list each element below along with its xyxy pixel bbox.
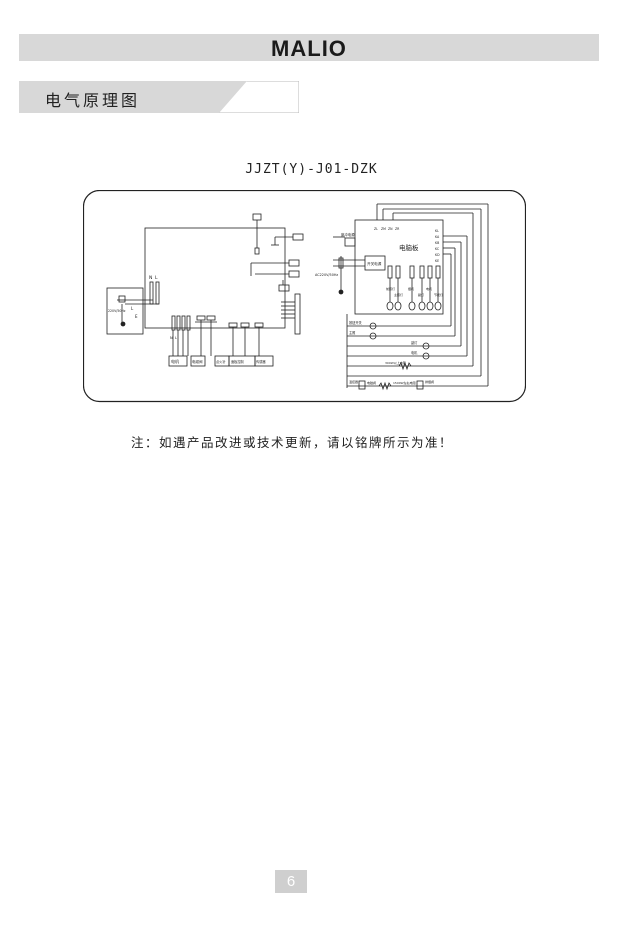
terminal-kl: KL (435, 229, 439, 233)
left-controller-board (144, 227, 286, 329)
left-circuit (106, 213, 304, 367)
left-mark-e: E (135, 314, 138, 319)
wire-label-5: 300W以上电阻 (385, 360, 406, 365)
header-band: MALIO (19, 34, 599, 61)
terminal-n-label: N (149, 275, 152, 281)
terminal-ke: KE (435, 259, 439, 263)
wire-label-6: 温控器 (349, 379, 358, 384)
section-title: 电气原理图 (45, 91, 141, 110)
terminal-kb: KB (435, 241, 439, 245)
lower-mark-n: N (170, 336, 173, 340)
wiring-diagram: N L 220V/50Hz L E N L 电机 电磁阀 点火针 面板控制 传感… (83, 190, 526, 403)
section-tab: 电气原理图 (19, 81, 299, 113)
right-supply-label: AC220V/50Hz (315, 273, 338, 277)
wire-label-4: 电机 (411, 350, 418, 355)
terminal-zl: ZL (374, 227, 378, 231)
load-label-2: 主照灯 (394, 292, 403, 297)
wire-label-2: 主照 (349, 330, 356, 335)
lower-mark-l: L (175, 336, 177, 340)
switch-power-label: 开关电源 (367, 261, 382, 266)
page-number: 6 (275, 870, 307, 893)
load-columns (386, 265, 442, 311)
left-supply-label: 220V/50Hz (108, 309, 126, 313)
wire-label-8: 1500W左右电阻 (393, 380, 416, 385)
wire-label-3: 副灯 (411, 340, 418, 345)
wire-label-7: 电磁阀 (367, 380, 376, 385)
pulse-label: 脉冲电源 (341, 232, 355, 237)
diagram-model-label: JJZT(Y)-J01-DZK (245, 162, 378, 177)
terminal-ka: KA (435, 235, 440, 239)
left-supply-box (106, 287, 144, 335)
right-controller-label: 电脑板 (399, 243, 419, 252)
left-circuit-labels: N L 220V/50Hz L E N L 电机 电磁阀 点火针 面板控制 传感… (108, 275, 266, 364)
wire-label-9: 排烟阀 (425, 379, 434, 384)
right-controller-board (354, 219, 444, 315)
component-solenoid: 电磁阀 (192, 359, 203, 364)
component-panel: 面板控制 (231, 359, 244, 364)
section-tab-background (19, 81, 299, 113)
component-motor: 电机 (171, 358, 179, 364)
component-igniter: 点火针 (216, 359, 226, 364)
left-mark-l: L (131, 306, 134, 311)
terminal-zr: ZR (395, 227, 400, 231)
right-circuit (333, 203, 489, 391)
brand-logo: MALIO (271, 36, 347, 61)
load-label-5: 电机 (426, 286, 432, 291)
load-label-3: 烟机 (408, 286, 414, 291)
load-label-4: 副灯 (418, 292, 424, 297)
wire-label-1: 按钮开关 (349, 320, 363, 325)
right-circuit-labels: 电脑板 脉冲电源 AC220V/50Hz 开关电源 ZL ZM ZN ZR KL… (315, 227, 443, 385)
disclaimer-note: 注：如遇产品改进或技术更新，请以铭牌所示为准！ (131, 435, 454, 450)
terminal-zm: ZM (381, 227, 386, 231)
component-sensor: 传感器 (256, 359, 266, 364)
load-label-1: 前照灯 (386, 286, 395, 291)
terminal-zn: ZN (388, 227, 393, 231)
diagram-frame (83, 190, 526, 403)
load-label-6: 节能灯 (434, 292, 443, 297)
terminal-kc: KC (435, 247, 440, 251)
terminal-l-label: L (155, 275, 158, 281)
terminal-kd: KD (435, 253, 440, 257)
